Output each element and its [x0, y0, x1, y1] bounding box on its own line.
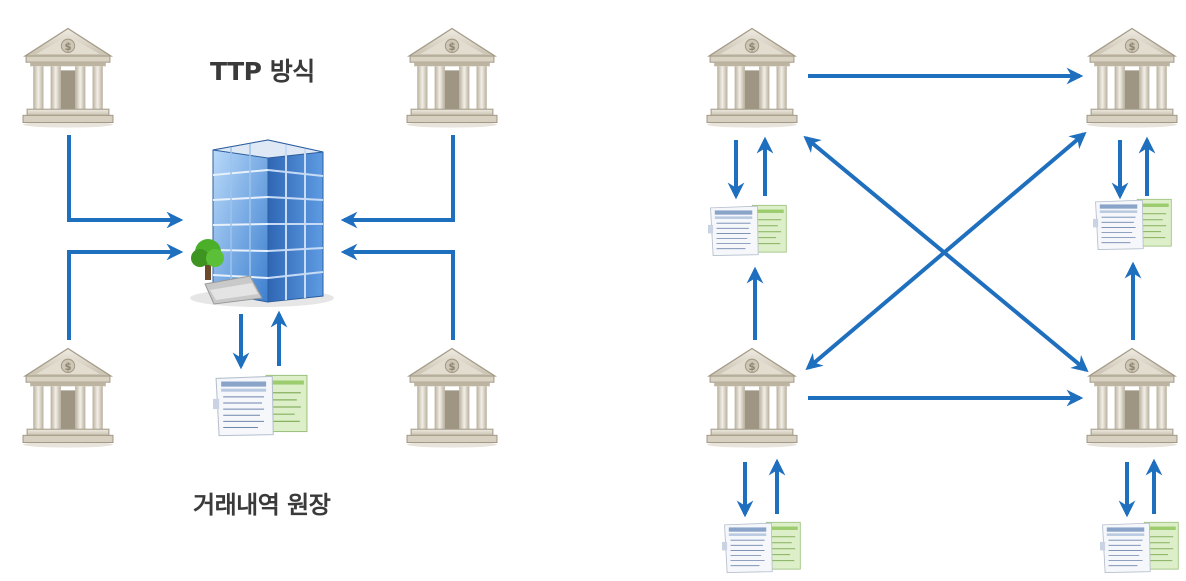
ledger-document-icon	[722, 521, 801, 574]
ttp-method-title: TTP 방식	[210, 57, 315, 86]
arrow-top-right-to-hub	[340, 135, 455, 229]
ttp-panel	[22, 27, 498, 448]
arrow-top-left-to-hub	[67, 135, 184, 229]
ledger-document-icon	[1100, 521, 1179, 574]
arrow-bottom-right-to-hub	[340, 243, 455, 340]
bank-icon	[406, 27, 498, 128]
ledger-document-icon	[708, 204, 787, 257]
distributed-ledger-panel	[706, 27, 1179, 574]
ledger-document-icon	[1093, 198, 1172, 251]
bank-icon	[22, 27, 114, 128]
office-building-icon	[190, 139, 334, 307]
bank-icon	[22, 347, 114, 448]
transaction-ledger-caption: 거래내역 원장	[193, 491, 331, 519]
arrow-bottom-left-to-hub	[67, 243, 184, 340]
ledger-document-icon	[213, 374, 308, 437]
arrow-diag-tr-bl	[805, 131, 1087, 371]
bank-icon	[706, 347, 798, 448]
bank-icon	[1086, 27, 1178, 128]
bank-icon	[406, 347, 498, 448]
bank-icon	[706, 27, 798, 128]
bank-icon	[1086, 347, 1178, 448]
